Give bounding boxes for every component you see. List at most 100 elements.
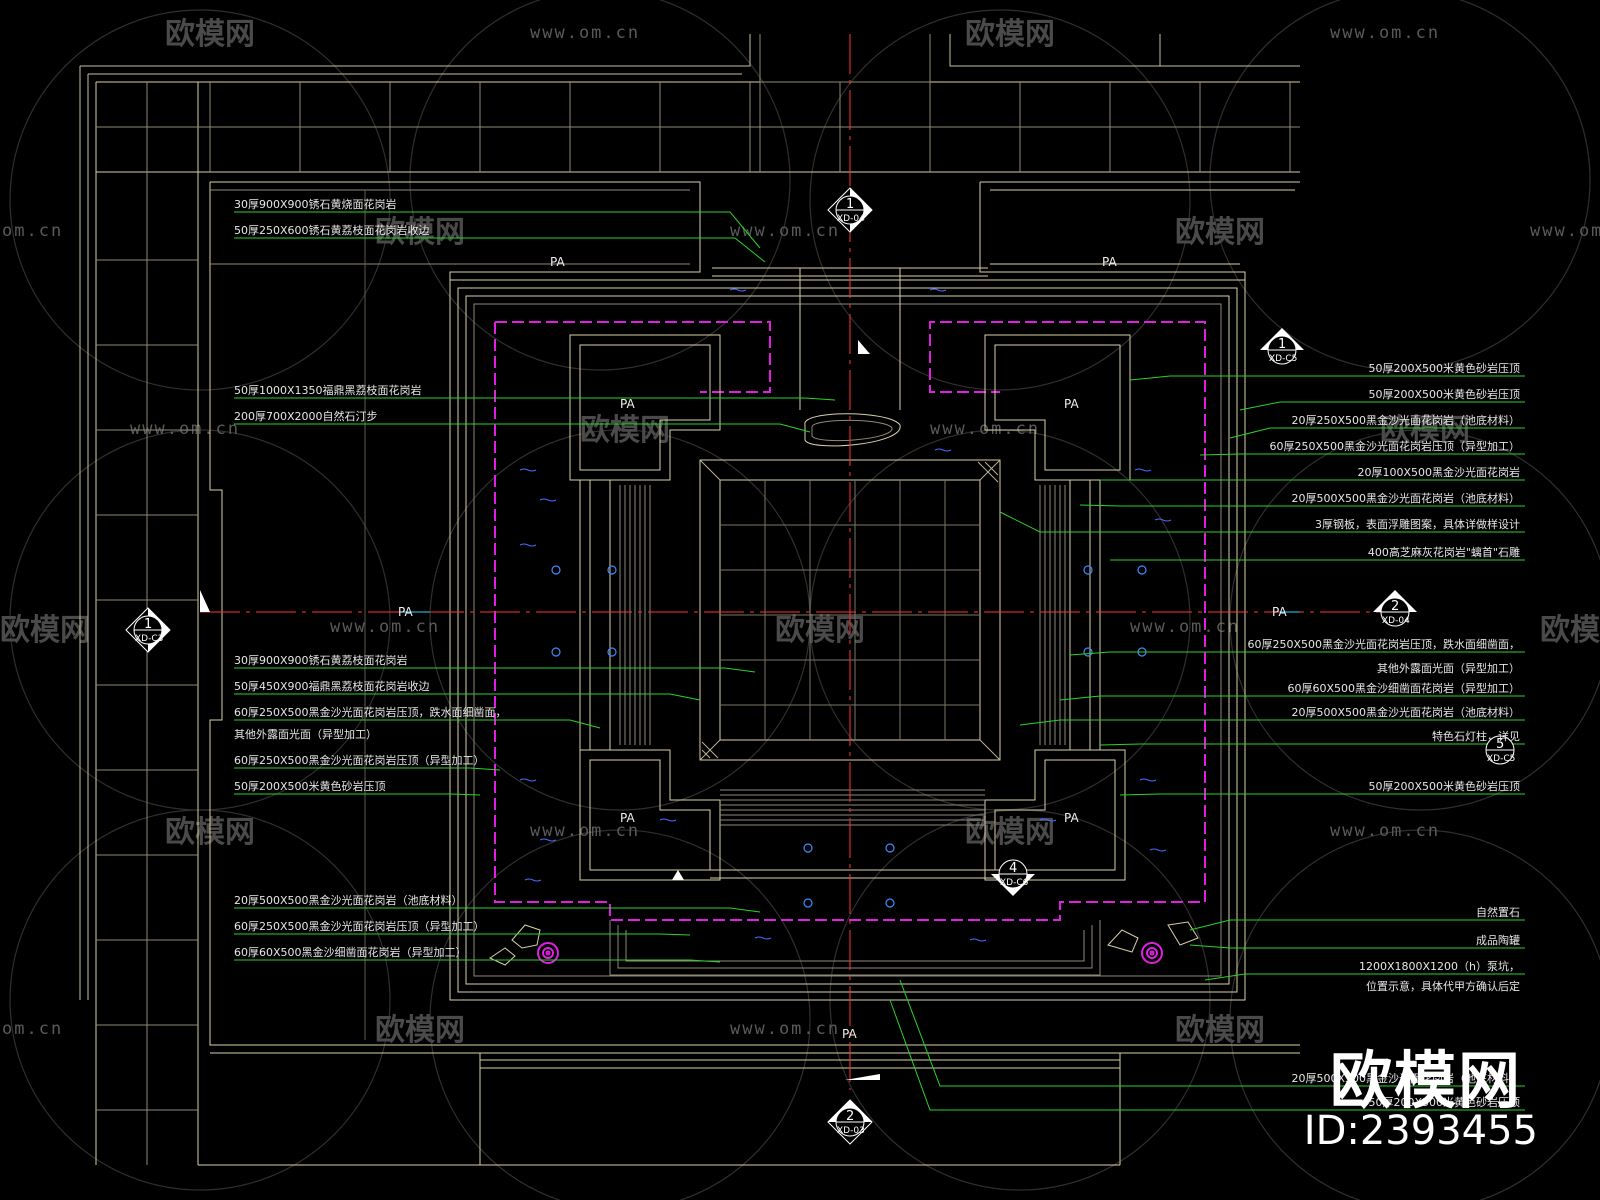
watermark-brand: 欧模网 bbox=[1540, 613, 1600, 648]
leader-line bbox=[1059, 695, 1525, 701]
tag-number: 4 bbox=[1009, 861, 1017, 876]
section-tag-right-upper: 1 XD-C5 bbox=[1260, 328, 1304, 365]
material-label: 60厚250X500黑金沙光面花岗岩压顶，跌水面细凿面， bbox=[1247, 637, 1520, 651]
watermark-url: www.om.cn bbox=[1130, 617, 1240, 637]
natural-stones bbox=[488, 921, 1199, 966]
material-label: 20厚500X500黑金沙光面花岗岩（池底材料） bbox=[1291, 491, 1520, 505]
material-label: 特色石灯柱，详见 bbox=[1432, 729, 1520, 743]
watermark-url: www.om.cn bbox=[530, 23, 640, 43]
zone-code: PA bbox=[1102, 255, 1117, 269]
material-label: 成品陶罐 bbox=[1476, 933, 1520, 947]
leader-line bbox=[234, 959, 721, 963]
leader-line bbox=[1189, 919, 1525, 931]
leader-line bbox=[234, 237, 766, 263]
leader-line bbox=[234, 397, 836, 401]
material-label: 20厚500X500黑金沙光面花岗岩（池底材料） bbox=[1291, 705, 1520, 719]
section-tag-bottom-inner: 4 XD-C6 bbox=[991, 859, 1035, 896]
leader-line bbox=[899, 979, 1525, 1087]
tag-ref: XD-C6 bbox=[1000, 878, 1029, 888]
material-label: 400高芝麻灰花岗岩"螭首"石雕 bbox=[1368, 545, 1520, 559]
zone-code: PA bbox=[1272, 605, 1287, 619]
brand-id: ID:2393455 bbox=[1303, 1108, 1538, 1154]
material-label: 1200X1800X1200（h）泵坑， bbox=[1359, 959, 1520, 973]
tag-number: 5 bbox=[1496, 737, 1504, 752]
watermark-url-short: om.cn bbox=[2, 221, 63, 241]
material-label: 60厚250X500黑金沙光面花岗岩压顶（异型加工） bbox=[234, 919, 485, 933]
leader-line bbox=[1069, 651, 1525, 656]
leader-line bbox=[889, 999, 1525, 1111]
watermark-url: www.om.cn bbox=[1330, 23, 1440, 43]
fountain-nozzles bbox=[551, 565, 1147, 908]
section-tag-right-mid: 2 XD-04 bbox=[1373, 590, 1417, 627]
material-label: 60厚250X500黑金沙光面花岗岩压顶，跌水面细凿面， bbox=[234, 705, 507, 719]
tag-ref: XD-C5 bbox=[1269, 354, 1297, 364]
watermark-brand: 欧模网 bbox=[965, 17, 1055, 52]
leader-line bbox=[234, 793, 481, 796]
leader-line bbox=[234, 907, 761, 913]
watermark-url: www.om.cn bbox=[730, 221, 840, 241]
material-label: 位置示意，具体代甲方确认后定 bbox=[1366, 979, 1520, 993]
leader-line bbox=[234, 211, 761, 249]
tag-ref: XD-C5 bbox=[1487, 754, 1515, 764]
site-paving bbox=[79, 34, 1300, 1166]
section-tag-top: 1 XD-04 bbox=[827, 187, 873, 233]
watermark-brand: 欧模网 bbox=[165, 17, 255, 52]
leader-line bbox=[1199, 453, 1525, 456]
brand-logo-text: 欧模网 bbox=[1329, 1044, 1522, 1117]
labels-right-group: 50厚200X500米黄色砂岩压顶 50厚200X500米黄色砂岩压顶 20厚250… bbox=[1247, 361, 1520, 1109]
tag-number: 2 bbox=[846, 1109, 854, 1124]
watermark-brand: 欧模网 bbox=[1380, 413, 1470, 448]
zone-code: PA bbox=[620, 811, 635, 825]
watermark-url: www.om.cn bbox=[530, 821, 640, 841]
material-label: 200厚700X2000自然石汀步 bbox=[234, 409, 378, 423]
watermark-brand: 欧模网 bbox=[375, 215, 465, 250]
zone-code: PA bbox=[550, 255, 565, 269]
tag-number: 1 bbox=[1278, 337, 1286, 352]
labels-left-group: 30厚900X900锈石黄烧面花岗岩 50厚250X600锈石黄荔枝面花岗岩收边 5… bbox=[234, 197, 507, 959]
zone-code: PA bbox=[620, 397, 635, 411]
leader-line bbox=[1019, 719, 1525, 726]
watermark-brand: 欧模网 bbox=[0, 613, 90, 648]
leader-line bbox=[234, 767, 501, 771]
material-label: 其他外露面光面（异型加工） bbox=[234, 727, 377, 741]
material-label: 50厚200X500米黄色砂岩压顶 bbox=[234, 779, 386, 793]
leader-line bbox=[999, 511, 1525, 533]
material-label: 60厚250X500黑金沙光面花岗岩压顶（异型加工） bbox=[1269, 439, 1520, 453]
tag-ref: XD-04 bbox=[837, 214, 865, 224]
material-label: 20厚100X500黑金沙光面花岗岩 bbox=[1357, 465, 1520, 479]
watermark-brand: 欧模网 bbox=[580, 413, 670, 448]
watermark-brand: 欧模网 bbox=[965, 815, 1055, 850]
material-label: 20厚500X500黑金沙光面花岗岩（池底材料） bbox=[1291, 1071, 1520, 1085]
watermark-url: www.om.cn bbox=[730, 1019, 840, 1039]
axis-lines bbox=[200, 34, 1390, 1090]
zone-code: PA bbox=[1064, 811, 1079, 825]
material-label: 20厚250X500黑金沙光面花岗岩（池底材料） bbox=[1291, 413, 1520, 427]
watermark-url: www.om.cn bbox=[330, 617, 440, 637]
leader-line bbox=[234, 693, 701, 701]
water-hatch bbox=[519, 288, 1172, 942]
leader-line bbox=[234, 667, 756, 673]
material-label: 50厚200X500米黄色砂岩压顶 bbox=[1368, 1095, 1520, 1109]
material-label: 50厚200X500米黄色砂岩压顶 bbox=[1368, 361, 1520, 375]
watermark-url: www.om.cn bbox=[1330, 821, 1440, 841]
material-label: 50厚200X500米黄色砂岩压顶 bbox=[1368, 387, 1520, 401]
tag-ref: XD-04 bbox=[1382, 616, 1410, 626]
leader-line bbox=[1099, 743, 1525, 746]
section-tag-left: 1 XD-C3 bbox=[125, 607, 171, 653]
leader-line bbox=[234, 719, 601, 729]
zone-code: PA bbox=[842, 1027, 857, 1041]
leader-line bbox=[234, 423, 811, 433]
watermark-url-short: om.cn bbox=[2, 1019, 63, 1039]
zone-code: PA bbox=[1064, 397, 1079, 411]
leader-line bbox=[1079, 504, 1525, 507]
material-label: 50厚250X600锈石黄荔枝面花岗岩收边 bbox=[234, 223, 430, 237]
material-label: 30厚900X900锈石黄荔枝面花岗岩 bbox=[234, 653, 408, 667]
elevation-arrows bbox=[200, 340, 880, 1080]
material-label: 30厚900X900锈石黄烧面花岗岩 bbox=[234, 197, 397, 211]
leader-lines bbox=[234, 211, 1525, 1111]
watermark-brand: 欧模网 bbox=[1175, 1013, 1265, 1048]
leader-line bbox=[1189, 944, 1525, 949]
material-label: 其他外露面光面（异型加工） bbox=[1377, 661, 1520, 675]
